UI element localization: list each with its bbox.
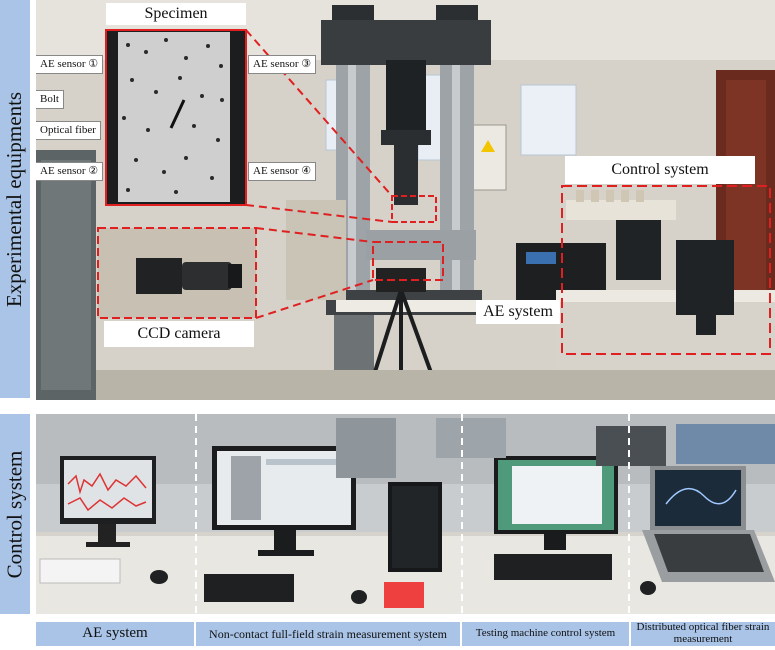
side-label-experimental-equipments: Experimental equipments <box>0 0 30 398</box>
ae-sensor-4-label: AE sensor ④ <box>248 162 317 181</box>
ae-sensor-1-label: AE sensor ① <box>36 55 104 74</box>
control-system-photo <box>36 414 775 614</box>
side-label-text: Control system <box>2 450 27 578</box>
caption-distributed-optical-fiber: Distributed optical fiber strain measure… <box>631 622 775 646</box>
side-label-text: Experimental equipments <box>2 91 27 307</box>
experimental-equipment-photo: Specimen AE sensor ① Bolt Optical fiber … <box>36 0 775 400</box>
caption-non-contact-strain: Non-contact full-field strain measuremen… <box>196 622 460 646</box>
specimen-label: Specimen <box>106 3 246 25</box>
ae-sensor-2-label: AE sensor ② <box>36 162 104 181</box>
bolt-label: Bolt <box>36 90 64 109</box>
side-label-control-system: Control system <box>0 414 30 614</box>
lab-scene-illustration <box>36 0 775 400</box>
control-system-label: Control system <box>565 156 755 184</box>
optical-fiber-label: Optical fiber <box>36 121 101 140</box>
control-desk-illustration <box>36 414 775 614</box>
caption-testing-machine-control: Testing machine control system <box>462 622 629 646</box>
caption-ae-system: AE system <box>36 622 194 646</box>
ccd-camera-label: CCD camera <box>104 321 254 347</box>
ae-sensor-3-label: AE sensor ③ <box>248 55 317 74</box>
ae-system-label: AE system <box>476 300 560 324</box>
